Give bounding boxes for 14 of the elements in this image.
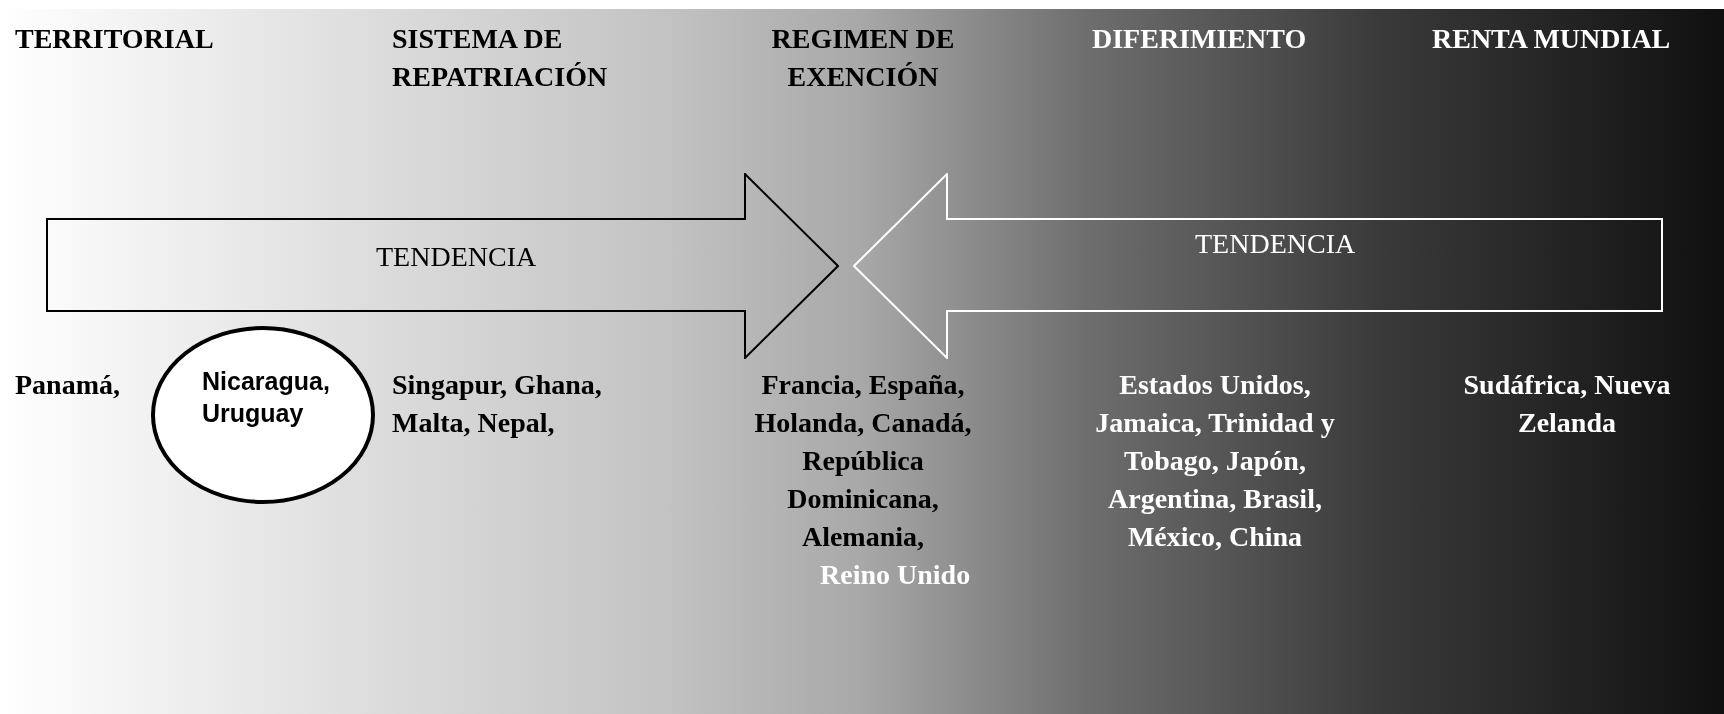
country-list: Francia, España, Holanda, Canadá, República Dominicana, Alemania, (733, 366, 993, 556)
arrow-label: TENDENCIA (376, 241, 537, 273)
column-heading: REGIMEN DE EXENCIÓN (770, 22, 956, 94)
column-heading: RENTA MUNDIAL (1432, 22, 1672, 56)
country-list: Estados Unidos, Jamaica, Trinidad y Tobago, Japón, Argentina, Brasil, México, China (1070, 366, 1360, 556)
country-list: Sudáfrica, Nueva Zelanda (1437, 366, 1697, 442)
column-heading: SISTEMA DE REPATRIACIÓN (392, 22, 609, 94)
column-heading: TERRITORIAL (15, 22, 215, 56)
column-heading: DIFERIMIENTO (1092, 22, 1308, 56)
country-list: Panamá, (15, 366, 145, 404)
country-list: Nicaragua, Uruguay (202, 365, 362, 429)
arrow-label: TENDENCIA (1195, 228, 1356, 260)
country-list: Reino Unido (820, 556, 971, 594)
country-list: Singapur, Ghana, Malta, Nepal, (392, 366, 652, 442)
